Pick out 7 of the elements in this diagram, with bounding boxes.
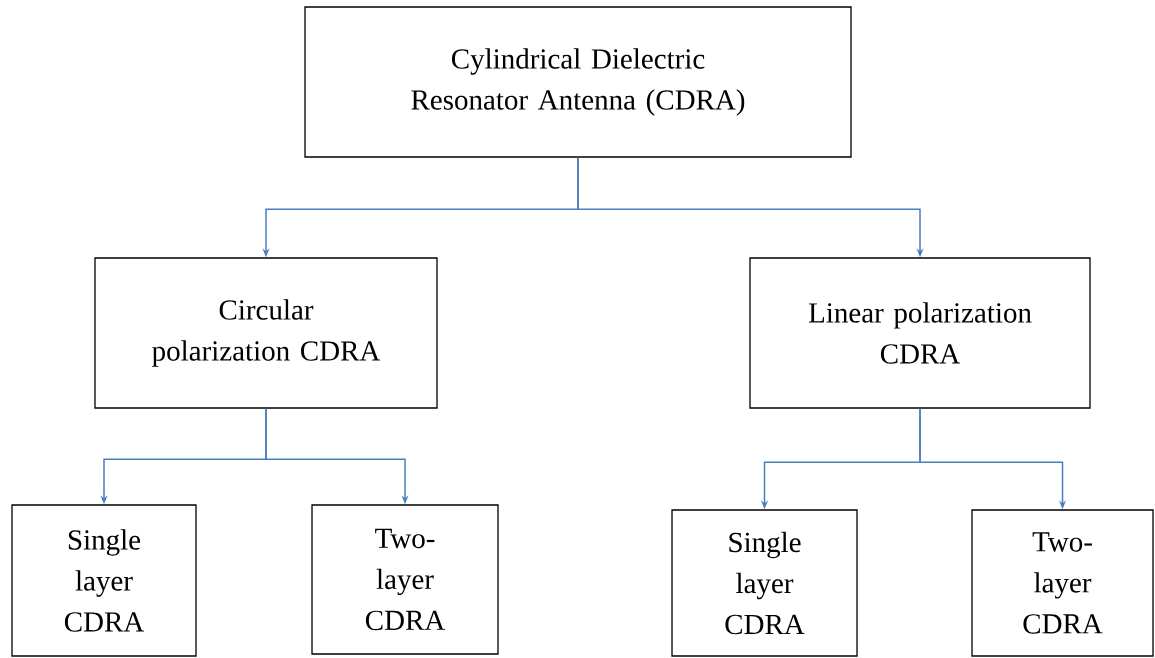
text-box: Single layer CDRA bbox=[11, 504, 197, 657]
text-box: Two- layer CDRA bbox=[311, 504, 499, 655]
text-box: Two- layer CDRA bbox=[971, 509, 1154, 657]
text-box: Cylindrical Dielectric Resonator Antenna (CDRA) bbox=[304, 6, 852, 158]
text-box: Linear polarization CDRA bbox=[749, 257, 1091, 409]
text-box: Circular polarization CDRA bbox=[94, 257, 438, 409]
text-box: Single layer CDRA bbox=[671, 509, 858, 657]
